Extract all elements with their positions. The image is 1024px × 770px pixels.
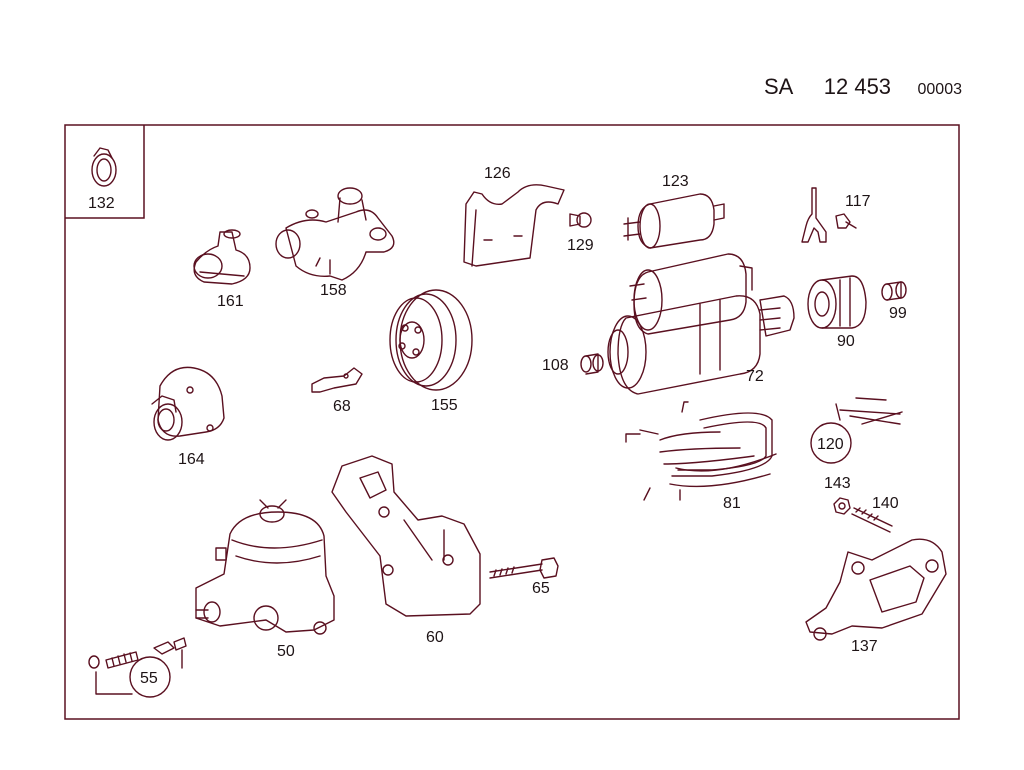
label-90: 90	[837, 333, 855, 350]
label-120: 120	[817, 436, 844, 453]
label-132: 132	[88, 195, 115, 212]
part-123-solenoid[interactable]: 123	[623, 173, 725, 249]
label-55: 55	[140, 670, 158, 687]
label-50: 50	[277, 643, 295, 660]
label-137: 137	[851, 638, 878, 655]
drawing-header: SA 12 453 00003	[764, 74, 962, 100]
part-50-vacuum-pump[interactable]: 50	[195, 499, 335, 660]
label-72: 72	[746, 368, 764, 385]
label-117: 117	[845, 193, 871, 210]
label-143: 143	[824, 475, 851, 492]
label-60: 60	[426, 629, 444, 646]
part-90-pinion[interactable]: 90	[807, 275, 867, 350]
label-123: 123	[662, 173, 689, 190]
part-65-bolt[interactable]: 65	[489, 557, 559, 597]
label-155: 155	[431, 397, 458, 414]
inset-box	[65, 125, 145, 219]
doc-number: 12 453	[823, 74, 892, 99]
doc-sheet-number: 00003	[917, 81, 963, 98]
part-164-housing[interactable]: 164	[151, 366, 225, 468]
part-155-pulley[interactable]: 155	[389, 289, 473, 414]
part-161-thermostat-cover[interactable]: 161	[193, 229, 251, 310]
doc-prefix: SA	[763, 74, 794, 99]
part-137-bracket[interactable]: 137	[805, 538, 947, 655]
part-60-support-bracket[interactable]: 60	[331, 455, 481, 646]
diagram-frame	[64, 124, 960, 720]
label-164: 164	[178, 451, 205, 468]
label-68: 68	[333, 398, 351, 415]
part-143-nut[interactable]: 143	[824, 475, 851, 515]
part-108-sleeve[interactable]: 108	[542, 353, 604, 375]
label-65: 65	[532, 580, 550, 597]
label-129: 129	[567, 237, 594, 254]
label-161: 161	[217, 293, 244, 310]
part-158-thermostat-housing[interactable]: 158	[275, 187, 395, 299]
part-132-hose-clamp[interactable]: 132	[88, 147, 117, 212]
part-129-plug[interactable]: 129	[567, 212, 594, 254]
part-126-bracket[interactable]: 126	[463, 165, 565, 267]
part-68-plate[interactable]: 68	[311, 367, 363, 415]
label-99: 99	[889, 305, 907, 322]
part-117-fork[interactable]: 117	[801, 187, 871, 243]
label-126: 126	[484, 165, 511, 182]
part-72-starter-motor[interactable]: 72	[607, 253, 795, 395]
part-55-screw-kit[interactable]: 55	[88, 637, 187, 698]
part-120-cable-ties[interactable]: 120	[810, 397, 903, 464]
label-158: 158	[320, 282, 347, 299]
label-140: 140	[872, 495, 899, 512]
label-81: 81	[723, 495, 741, 512]
label-108: 108	[542, 357, 569, 374]
part-140-stud[interactable]: 140	[851, 495, 899, 533]
part-81-wiring-harness[interactable]: 81	[625, 401, 777, 512]
part-99-bushing[interactable]: 99	[881, 281, 907, 322]
